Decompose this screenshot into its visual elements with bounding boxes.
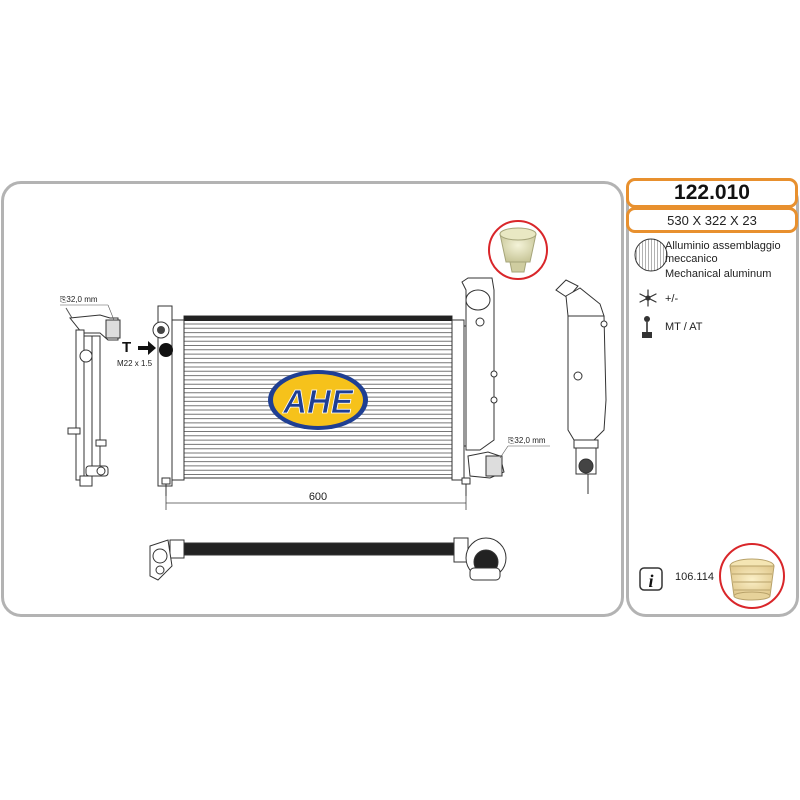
thread-label: M22 x 1.5 bbox=[117, 359, 153, 368]
outlet-diameter-label: ⎘32,0 mm bbox=[508, 436, 546, 445]
fitting-marker: T bbox=[122, 339, 131, 356]
transmission-text: MT / AT bbox=[665, 321, 703, 333]
radiator-top-view bbox=[149, 537, 507, 581]
radiator-side-view bbox=[65, 307, 121, 487]
snowflake-icon bbox=[639, 289, 657, 307]
gear-shift-icon bbox=[642, 316, 652, 338]
inlet-diameter-label: ⎘32,0 mm bbox=[60, 295, 98, 304]
svg-text:i: i bbox=[648, 571, 653, 591]
product-dimensions: 530 X 322 X 23 bbox=[626, 207, 798, 233]
brand-logo-text: AHE bbox=[282, 383, 354, 420]
reference-code: 106.114 bbox=[675, 571, 714, 583]
info-icon: i bbox=[639, 567, 663, 591]
reference-part-photo bbox=[719, 543, 785, 609]
construction-line-3: Mechanical aluminum bbox=[665, 268, 772, 280]
arrow-right-icon bbox=[138, 341, 156, 355]
ahe-logo: AHE bbox=[268, 370, 368, 430]
construction-line-1: Alluminio assemblaggio bbox=[665, 240, 781, 252]
hatched-circle-icon bbox=[634, 238, 668, 272]
width-dimension bbox=[165, 496, 467, 510]
expansion-tank bbox=[555, 279, 608, 494]
construction-line-2: meccanico bbox=[665, 253, 718, 265]
cap-photo bbox=[488, 220, 548, 280]
product-code: 122.010 bbox=[626, 178, 798, 208]
width-label: 600 bbox=[309, 491, 327, 503]
ac-text: +/- bbox=[665, 293, 679, 305]
